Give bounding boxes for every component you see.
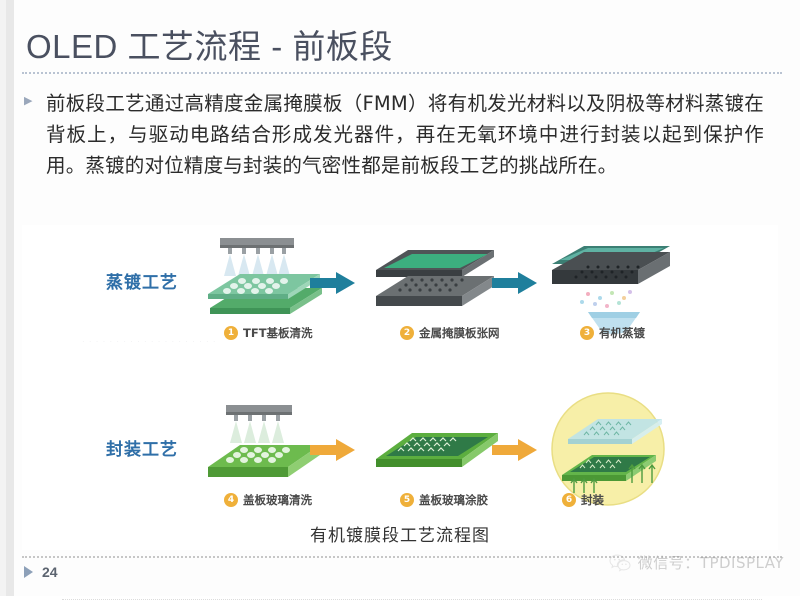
flow-arrow-2-icon [492, 270, 538, 296]
wechat-icon [608, 553, 632, 573]
step-caption-5: 5 盖板玻璃涂胶 [400, 492, 488, 508]
left-rail-inner [0, 0, 6, 596]
watermark: 微信号：TPDISPLAY [608, 552, 784, 573]
page-triangle-icon [24, 566, 33, 578]
step-graphic-adhesive-coating [362, 403, 512, 511]
step-graphic-tft-clean [182, 236, 332, 344]
step-graphic-fmm-mask [362, 236, 512, 344]
bullet-triangle-icon: ▶ [24, 95, 33, 107]
step-label-4: 盖板玻璃清洗 [243, 493, 312, 507]
step-caption-6: 6 封装 [562, 492, 604, 508]
step-graphic-encapsulation [534, 391, 684, 506]
row-label-evaporation: 蒸镀工艺 [106, 273, 178, 293]
flow-arrow-4-icon [492, 437, 538, 463]
title-divider [22, 72, 782, 74]
step-badge-1: 1 [224, 326, 238, 340]
flow-arrow-1-icon [310, 270, 356, 296]
flow-row-encapsulation: 封装工艺 [22, 392, 778, 542]
step-label-5: 盖板玻璃涂胶 [419, 493, 488, 507]
step-caption-4: 4 盖板玻璃清洗 [224, 492, 312, 508]
step-badge-5: 5 [400, 493, 414, 507]
flow-row-evaporation: 蒸镀工艺 [22, 230, 778, 375]
step-graphic-glass-clean [182, 403, 332, 511]
step-badge-2: 2 [400, 326, 414, 340]
step-badge-4: 4 [224, 493, 238, 507]
step-caption-1: 1 TFT基板清洗 [224, 325, 313, 341]
step-caption-2: 2 金属掩膜板张网 [400, 325, 500, 341]
flow-arrow-3-icon [310, 437, 356, 463]
process-flow-figure: · · · · · · · · · · · · · · · · · · · · … [22, 225, 778, 600]
step-badge-3: 3 [580, 326, 594, 340]
figure-caption: 有机镀膜段工艺流程图 [310, 526, 490, 546]
page-title: OLED 工艺流程 - 前板段 [26, 28, 393, 65]
page-number: 24 [42, 564, 58, 580]
step-label-3: 有机蒸镀 [599, 326, 645, 340]
step-badge-6: 6 [562, 493, 576, 507]
step-label-6: 封装 [581, 493, 604, 507]
body-bullet: ▶ 前板段工艺通过高精度金属掩膜板（FMM）将有机发光材料以及阴极等材料蒸镀在背… [24, 88, 764, 181]
step-graphic-organic-evaporation [540, 236, 690, 344]
step-caption-3: 3 有机蒸镀 [580, 325, 645, 341]
watermark-text: 微信号：TPDISPLAY [637, 554, 784, 572]
body-text: 前板段工艺通过高精度金属掩膜板（FMM）将有机发光材料以及阴极等材料蒸镀在背板上… [46, 92, 764, 177]
page-number-group: 24 [24, 564, 58, 580]
step-label-2: 金属掩膜板张网 [419, 326, 500, 340]
row-label-encapsulation: 封装工艺 [106, 440, 178, 460]
footer-divider [22, 556, 782, 558]
step-label-1: TFT基板清洗 [243, 326, 313, 340]
